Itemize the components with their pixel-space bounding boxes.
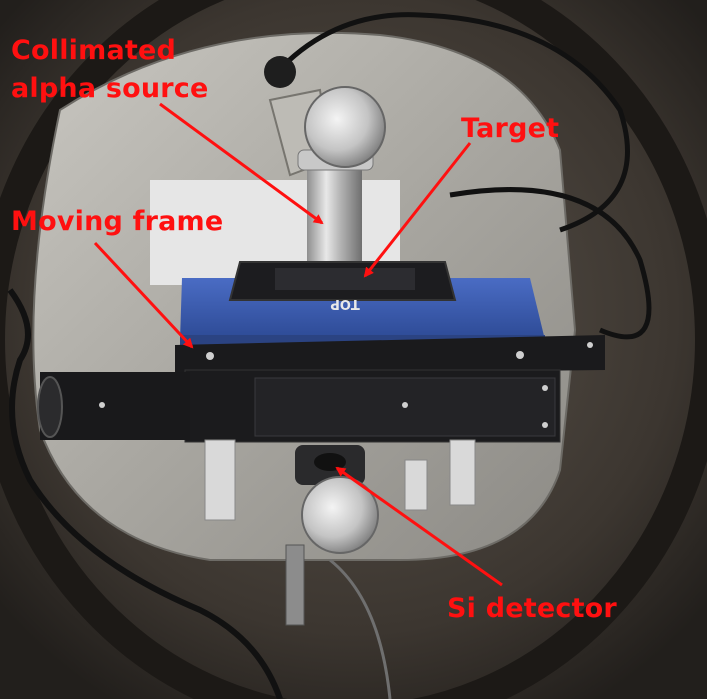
cable-bottom [329, 558, 392, 699]
cable-top [268, 12, 630, 233]
frame-screw-6 [542, 422, 548, 428]
support-post-right [449, 439, 476, 506]
support-post-left [204, 439, 236, 521]
moving-frame-top [175, 335, 605, 375]
cable-left [7, 288, 283, 699]
arrow-collimated-source [159, 102, 324, 225]
frame-screw-2 [516, 351, 524, 359]
label-moving-frame: Moving frame [11, 206, 224, 237]
frame-screw-3 [587, 342, 593, 348]
label-target: Target [461, 113, 560, 144]
round-connector [37, 376, 63, 438]
detector-connector [285, 544, 305, 626]
cable-right [449, 187, 652, 340]
support-post-mid [404, 459, 428, 511]
detector-cap [301, 476, 379, 554]
target-window [275, 268, 415, 290]
detector-face [314, 453, 346, 471]
label-alpha-source: alpha source [11, 73, 209, 104]
frame-screw-5 [542, 385, 548, 391]
source-cap [304, 86, 386, 168]
arrow-moving-frame [93, 241, 194, 349]
frame-screw-1 [206, 352, 214, 360]
label-collimated: Collimated [11, 35, 177, 66]
arrow-si-detector [335, 466, 503, 587]
label-si-detector: Si detector [447, 593, 617, 624]
mount-hole [264, 56, 296, 88]
moving-frame-end [40, 372, 190, 440]
stage-marking-text: TOP [330, 296, 359, 311]
frame-screw-4 [99, 402, 105, 408]
arrow-target [363, 142, 472, 278]
source-cylinder [307, 160, 362, 270]
frame-screw-7 [402, 402, 408, 408]
